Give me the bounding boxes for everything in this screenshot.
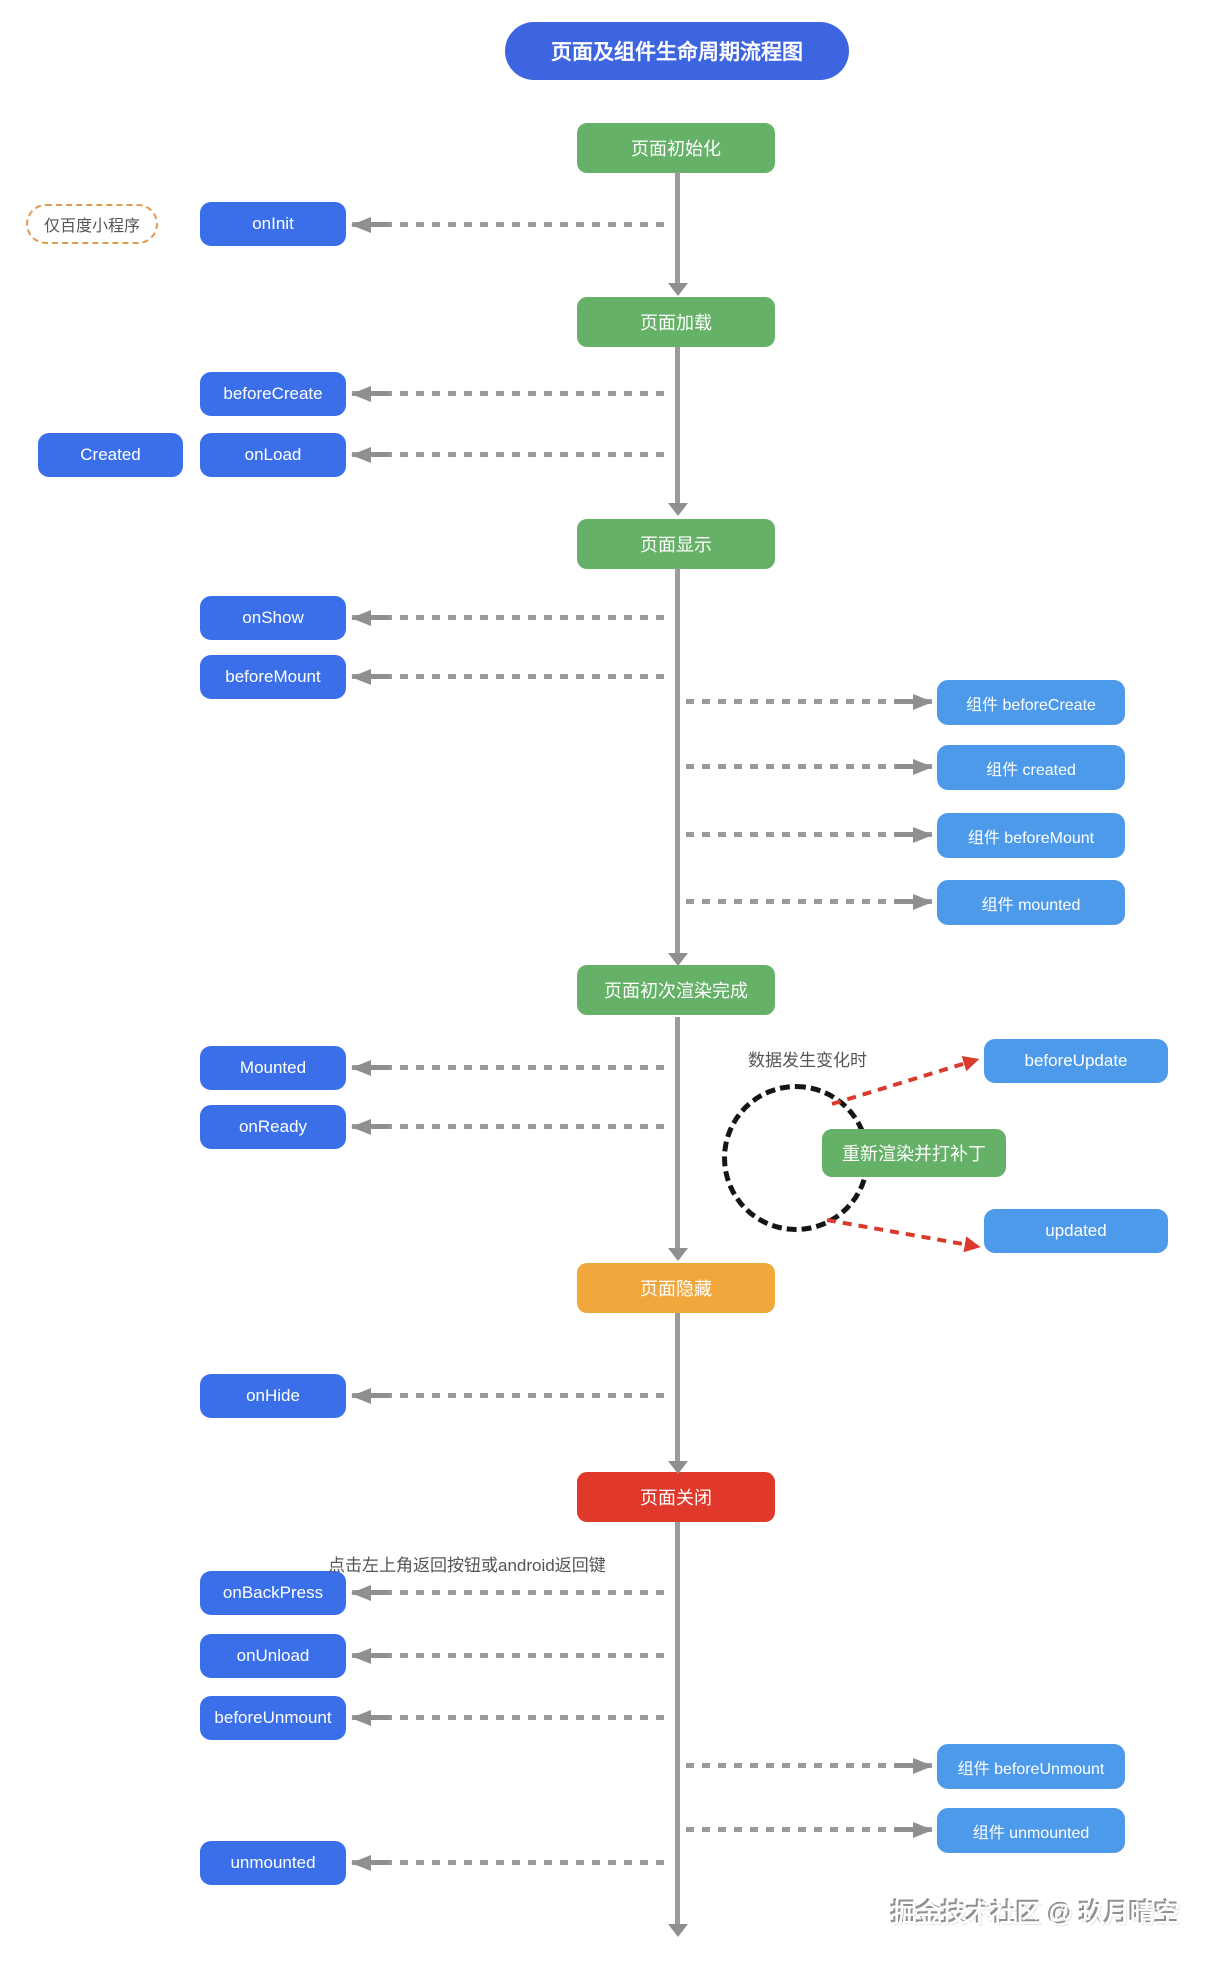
arrow-to-oninit [351,216,668,233]
flowchart-title: 页面及组件生命周期流程图 [505,22,849,80]
stage-page-close: 页面关闭 [577,1472,775,1522]
node-component-beforemount: 组件 beforeMount [937,813,1125,858]
node-component-beforecreate: 组件 beforeCreate [937,680,1125,725]
arrow-to-component-mounted [686,893,933,910]
arrow-to-unmounted [351,1854,668,1871]
node-component-created: 组件 created [937,745,1125,790]
node-mounted: Mounted [200,1046,346,1090]
spine-arrow-5 [668,1313,688,1474]
node-beforeunmount: beforeUnmount [200,1696,346,1740]
arrow-to-onload [351,446,668,463]
stage-page-init: 页面初始化 [577,123,775,173]
baidu-only-badge: 仅百度小程序 [26,204,158,244]
data-change-note: 数据发生变化时 [748,1051,867,1070]
arrow-to-onready [351,1118,668,1135]
arrow-to-onunload [351,1647,668,1664]
stage-page-load: 页面加载 [577,297,775,347]
node-beforecreate: beforeCreate [200,372,346,416]
watermark-text: 掘金技术社区 @ 玖月晴空 [891,1900,1180,1928]
node-onready: onReady [200,1105,346,1149]
node-oninit: onInit [200,202,346,246]
arrow-to-component-beforeunmount [686,1757,933,1774]
spine-arrow-6 [668,1522,688,1937]
arrow-to-onhide [351,1387,668,1404]
node-onbackpress: onBackPress [200,1571,346,1615]
node-component-beforeunmount: 组件 beforeUnmount [937,1744,1125,1789]
red-arrow-to-updated [826,1218,968,1247]
node-updated: updated [984,1209,1168,1253]
stage-page-hide: 页面隐藏 [577,1263,775,1313]
arrow-to-onbackpress [351,1584,668,1601]
node-onhide: onHide [200,1374,346,1418]
node-component-mounted: 组件 mounted [937,880,1125,925]
stage-page-show: 页面显示 [577,519,775,569]
stage-first-render-done: 页面初次渲染完成 [577,965,775,1015]
node-created: Created [38,433,183,477]
spine-arrow-1 [668,172,688,296]
arrow-to-component-created [686,758,933,775]
arrow-to-component-beforemount [686,826,933,843]
node-unmounted: unmounted [200,1841,346,1885]
node-beforeupdate: beforeUpdate [984,1039,1168,1083]
arrow-to-mounted [351,1059,668,1076]
node-component-unmounted: 组件 unmounted [937,1808,1125,1853]
arrow-to-component-unmounted [686,1821,933,1838]
arrow-to-beforemount [351,668,668,685]
arrow-to-beforecreate [351,385,668,402]
node-beforemount: beforeMount [200,655,346,699]
arrow-to-beforeunmount [351,1709,668,1726]
spine-arrow-2 [668,347,688,516]
node-rerender-patch: 重新渲染并打补丁 [822,1129,1006,1177]
node-onshow: onShow [200,596,346,640]
node-onload: onLoad [200,433,346,477]
arrow-to-component-beforecreate [686,693,933,710]
arrow-to-onshow [351,609,668,626]
spine-arrow-3 [668,568,688,966]
spine-arrow-4 [668,1017,688,1261]
back-button-note: 点击左上角返回按钮或android返回键 [328,1556,606,1575]
node-onunload: onUnload [200,1634,346,1678]
